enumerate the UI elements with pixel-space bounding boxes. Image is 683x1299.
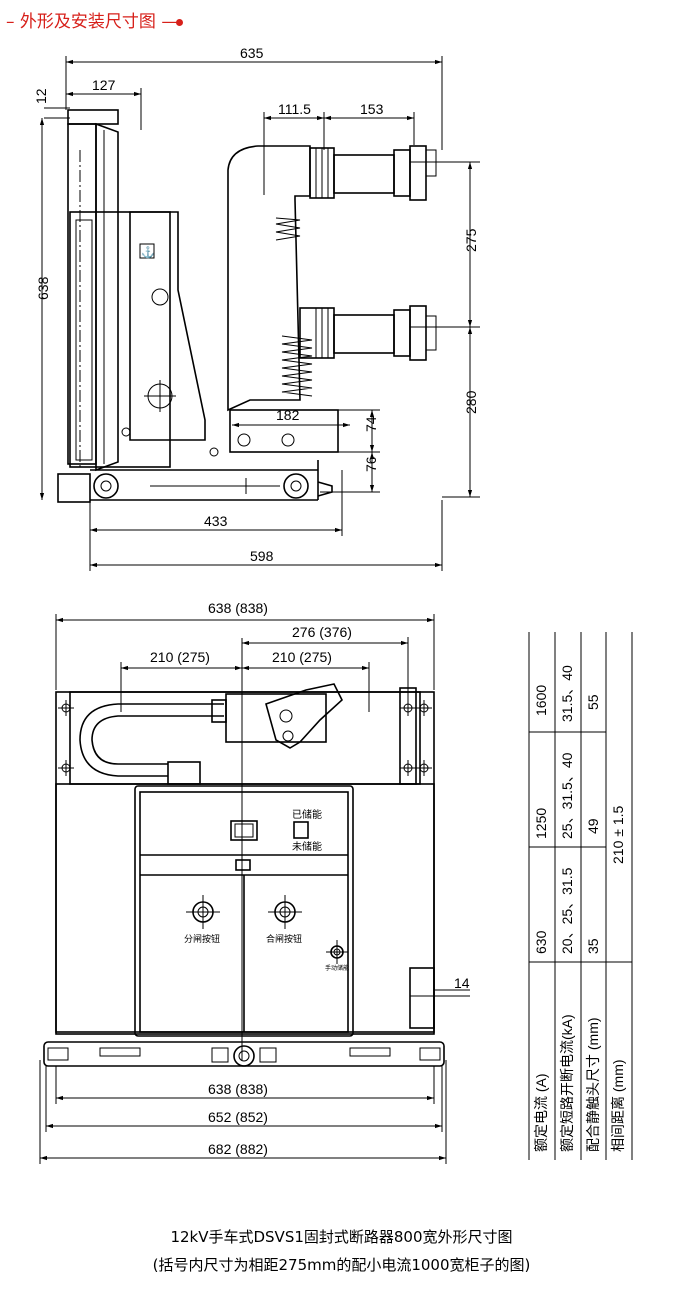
table-cell-0-2: 1600 (533, 685, 549, 716)
title-dash: – (6, 12, 15, 32)
table-cell-1-0: 20、25、31.5 (559, 867, 575, 954)
caption-line-1: 12kV手车式DSVS1固封式断路器800宽外形尺寸图 (170, 1228, 513, 1246)
open-button-symbol (186, 895, 220, 929)
table-cell-2-2: 55 (585, 694, 601, 710)
label-open-button: 分闸按钮 (184, 933, 220, 944)
dim-153: 153 (360, 101, 384, 117)
table-cell-2-0: 35 (585, 938, 601, 954)
dim-pitch-right: 210 (275) (272, 649, 332, 665)
spec-table: 额定电流 (A) 额定短路开断电流(kA) 配合静触头尺寸 (mm) 相间距离 … (528, 632, 633, 1160)
dim-pitch-left: 210 (275) (150, 649, 210, 665)
label-close-button: 合闸按钮 (266, 933, 302, 944)
dim-12: 12 (33, 88, 49, 104)
table-cell-1-2: 31.5、40 (559, 665, 575, 722)
dim-bottom-682: 682 (882) (208, 1141, 268, 1157)
title-text: 外形及安装尺寸图 (19, 12, 156, 32)
dim-275: 275 (463, 228, 479, 252)
dim-127: 127 (92, 77, 116, 93)
close-button-symbol (268, 895, 302, 929)
title-dot-icon (176, 18, 184, 26)
table-cell-3-0: 210 ± 1.5 (610, 806, 626, 864)
dim-111-5: 111.5 (278, 101, 311, 117)
dim-638-vertical: 638 (35, 276, 51, 300)
table-cell-0-0: 630 (533, 930, 549, 954)
hook-icon: ⚓ (141, 246, 155, 259)
dim-top-width: 638 (838) (208, 600, 268, 616)
dim-433: 433 (204, 513, 228, 529)
caption-line-2: (括号内尺寸为相距275mm的配小电流1000宽柜子的图) (152, 1256, 531, 1274)
dim-74: 74 (363, 416, 379, 432)
table-row-label-0: 额定电流 (A) (533, 1073, 549, 1152)
table-row-label-2: 配合静触头尺寸 (mm) (585, 1017, 601, 1152)
dim-bottom-638: 638 (838) (208, 1081, 268, 1097)
manual-store-symbol (326, 940, 348, 964)
label-manual-store: 手动储能 (325, 964, 349, 972)
table-row-label-1: 额定短路开断电流(kA) (559, 1014, 575, 1152)
dim-280: 280 (463, 390, 479, 414)
table-cell-2-1: 49 (585, 818, 601, 834)
dim-14: 14 (454, 975, 470, 991)
dim-276: 276 (376) (292, 624, 352, 640)
title-tail: — (161, 12, 179, 32)
label-unstored: 未储能 (292, 840, 322, 853)
side-view: 635 127 12 638 111.5 153 275 280 182 (33, 45, 480, 571)
table-row-label-3: 相间距离 (mm) (610, 1059, 626, 1152)
dim-635: 635 (240, 45, 264, 61)
label-stored: 已储能 (292, 808, 322, 821)
table-cell-1-1: 25、31.5、40 (559, 752, 575, 839)
dim-bottom-652: 652 (852) (208, 1109, 268, 1125)
page-title: – 外形及安装尺寸图 — (6, 7, 184, 32)
dim-182: 182 (276, 407, 300, 423)
front-view: 638 (838) 276 (376) 210 (275) 210 (275) (39, 600, 470, 1164)
dim-598: 598 (250, 548, 274, 564)
mounting-bolts (58, 700, 432, 776)
dim-76: 76 (363, 456, 379, 472)
table-cell-0-1: 1250 (533, 808, 549, 839)
